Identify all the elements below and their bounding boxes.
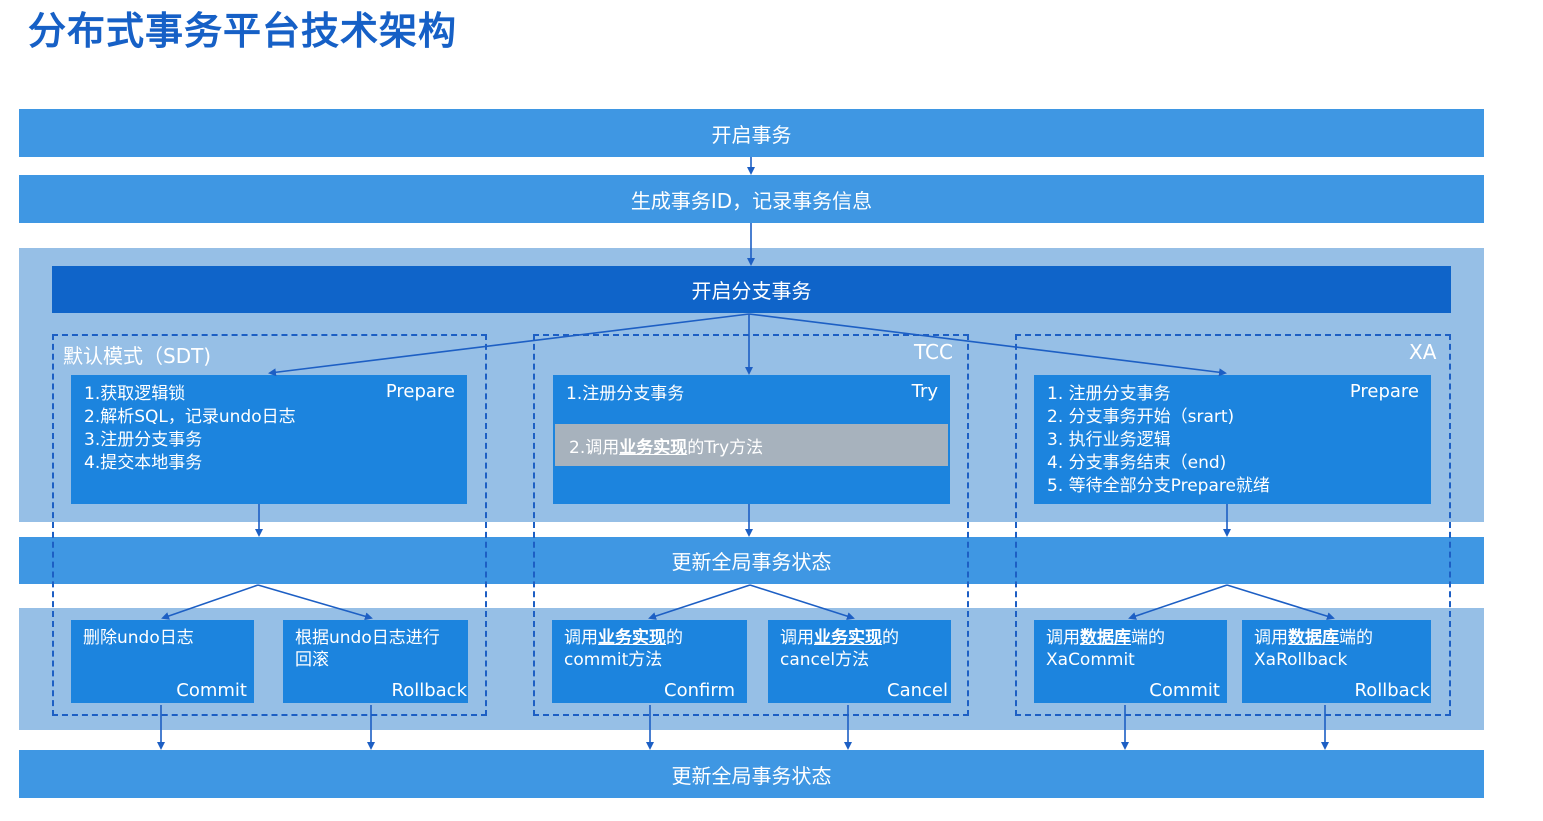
xa-step: 4. 分支事务结束（end) [1047, 453, 1227, 473]
xa-mode-label: XA [1409, 340, 1437, 364]
tcc-step2-post: 的Try方法 [687, 437, 764, 458]
tcc-confirm-post: 的 [666, 628, 683, 648]
xa-commit-text: 调用数据库端的 XaCommit [1046, 627, 1165, 671]
sdt-mode-container [52, 334, 487, 716]
sdt-rollback-box: 根据undo日志进行回滚 Rollback [283, 620, 468, 703]
start-transaction-label: 开启事务 [711, 122, 792, 147]
sdt-commit-phase: Commit [176, 680, 247, 701]
sdt-step: 4.提交本地事务 [84, 453, 203, 473]
xa-prepare-box: 1. 注册分支事务 2. 分支事务开始（srart) 3. 执行业务逻辑 4. 分支事… [1034, 375, 1431, 504]
sdt-rollback-phase: Rollback [391, 680, 468, 701]
tcc-cancel-box: 调用业务实现的 cancel方法 Cancel [768, 620, 951, 703]
generate-id-band: 生成事务ID，记录事务信息 [19, 175, 1484, 223]
xa-rollback-text: 调用数据库端的 XaRollback [1254, 627, 1373, 671]
xa-rollback-box: 调用数据库端的 XaRollback Rollback [1242, 620, 1431, 703]
xa-step: 1. 注册分支事务 [1047, 384, 1171, 404]
tcc-cancel-pre: 调用 [780, 628, 814, 648]
sdt-commit-text: 删除undo日志 [83, 628, 194, 648]
tcc-try-box: 1.注册分支事务 Try 2.调用业务实现的Try方法 [553, 375, 950, 504]
xa-commit-method: XaCommit [1046, 650, 1135, 670]
tcc-confirm-pre: 调用 [564, 628, 598, 648]
update-status-label-final: 更新全局事务状态 [671, 763, 832, 788]
xa-commit-phase: Commit [1149, 680, 1220, 701]
update-status-band-final: 更新全局事务状态 [19, 750, 1484, 798]
sdt-step: 2.解析SQL，记录undo日志 [84, 407, 296, 427]
tcc-cancel-phase: Cancel [887, 680, 948, 701]
tcc-confirm-highlight: 业务实现 [598, 628, 666, 648]
tcc-cancel-text: 调用业务实现的 cancel方法 [780, 627, 899, 671]
tcc-step1: 1.注册分支事务 [566, 384, 685, 404]
tcc-cancel-method: cancel方法 [780, 650, 870, 670]
xa-rollback-phase: Rollback [1354, 680, 1431, 701]
tcc-cancel-highlight: 业务实现 [814, 628, 882, 648]
tcc-confirm-text: 调用业务实现的 commit方法 [564, 627, 683, 671]
xa-commit-highlight: 数据库 [1080, 628, 1131, 648]
xa-rollback-method: XaRollback [1254, 650, 1348, 670]
generate-id-label: 生成事务ID，记录事务信息 [630, 188, 873, 213]
xa-rollback-highlight: 数据库 [1288, 628, 1339, 648]
xa-step: 3. 执行业务逻辑 [1047, 430, 1171, 450]
start-transaction-band: 开启事务 [19, 109, 1484, 157]
xa-rollback-pre: 调用 [1254, 628, 1288, 648]
sdt-step: 1.获取逻辑锁 [84, 384, 186, 404]
xa-mode-container [1015, 334, 1451, 716]
page-title: 分布式事务平台技术架构 [28, 9, 458, 53]
tcc-mode-label: TCC [914, 340, 953, 364]
start-branch-label: 开启分支事务 [691, 279, 812, 303]
xa-prepare-phase: Prepare [1349, 381, 1419, 402]
sdt-rollback-text: 根据undo日志进行回滚 [295, 628, 440, 670]
xa-commit-post: 端的 [1131, 628, 1165, 648]
start-branch-band: 开启分支事务 [52, 266, 1451, 313]
sdt-commit-box: 删除undo日志 Commit [71, 620, 254, 703]
xa-step: 2. 分支事务开始（srart) [1047, 407, 1235, 427]
tcc-confirm-box: 调用业务实现的 commit方法 Confirm [552, 620, 747, 703]
branch-panel-lower [19, 608, 1484, 730]
xa-commit-box: 调用数据库端的 XaCommit Commit [1034, 620, 1227, 703]
tcc-step2-pre: 2.调用 [569, 437, 620, 458]
update-status-label-mid: 更新全局事务状态 [671, 550, 832, 574]
update-status-band-mid: 更新全局事务状态 [19, 537, 1484, 584]
tcc-confirm-method: commit方法 [564, 650, 663, 670]
tcc-confirm-phase: Confirm [664, 680, 735, 701]
xa-rollback-post: 端的 [1339, 628, 1373, 648]
tcc-step2-bar: 2.调用业务实现的Try方法 [555, 424, 948, 466]
xa-commit-pre: 调用 [1046, 628, 1080, 648]
sdt-mode-label: 默认模式（SDT) [63, 344, 212, 368]
sdt-steps: 1.获取逻辑锁 2.解析SQL，记录undo日志 3.注册分支事务 4.提交本地事务 [84, 383, 296, 475]
tcc-try-phase: Try [911, 381, 938, 402]
tcc-cancel-post: 的 [882, 628, 899, 648]
sdt-step: 3.注册分支事务 [84, 430, 203, 450]
tcc-step2-highlight: 业务实现 [619, 437, 688, 458]
xa-step: 5. 等待全部分支Prepare就绪 [1047, 476, 1270, 496]
sdt-prepare-phase: Prepare [385, 381, 455, 402]
xa-steps: 1. 注册分支事务 2. 分支事务开始（srart) 3. 执行业务逻辑 4. 分支事… [1047, 383, 1270, 498]
